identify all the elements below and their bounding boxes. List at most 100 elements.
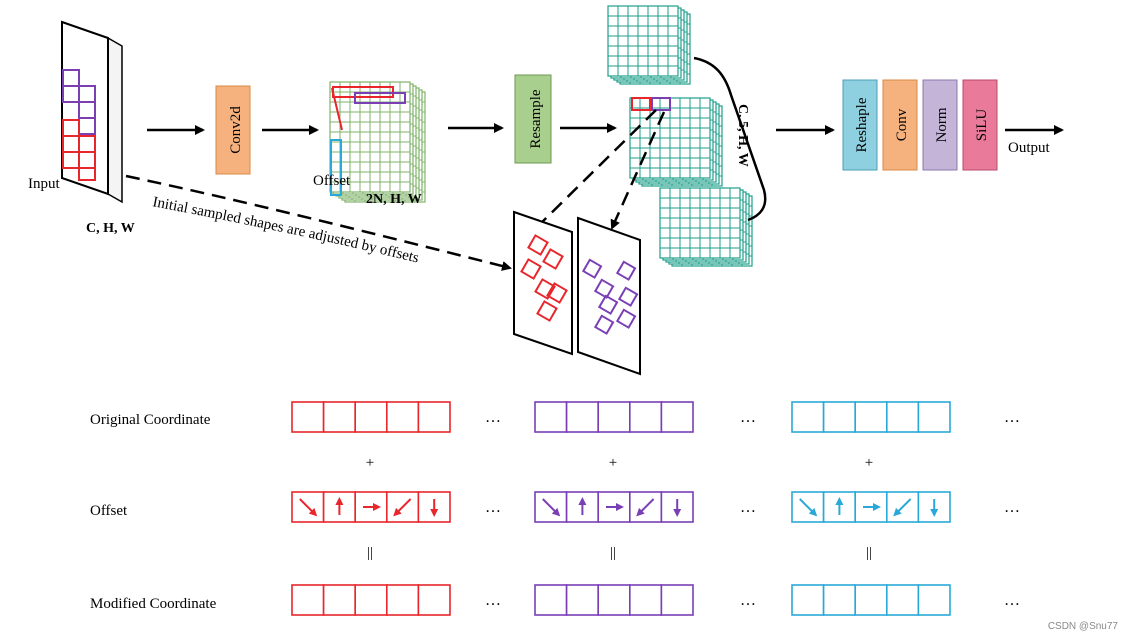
coordinate-cell	[854, 491, 888, 523]
coordinate-cell	[322, 401, 357, 433]
coordinate-cell	[322, 584, 357, 616]
input-dims-label: C, H, W	[86, 221, 135, 236]
offset-tensor	[329, 81, 426, 203]
coordinate-cell	[854, 401, 888, 433]
coordinate-cell	[917, 584, 951, 616]
coordinate-cell	[628, 584, 663, 616]
reshape-block: Reshaple	[842, 79, 878, 171]
input-label: Input	[28, 176, 60, 192]
ellipsis: …	[740, 592, 756, 609]
coordinate-cell	[385, 401, 420, 433]
down-left-arrow-icon	[393, 498, 412, 517]
offset-label: Offset	[313, 173, 351, 189]
plus-sign: +	[609, 455, 617, 471]
dashed-curve-arrow	[125, 174, 512, 271]
offset-red-cells	[291, 491, 451, 523]
conv-block: Conv	[882, 79, 918, 171]
stack-bracket	[693, 56, 767, 222]
row-label-original: Original Coordinate	[90, 412, 211, 428]
ellipsis: …	[740, 499, 756, 516]
coordinate-cell	[385, 491, 420, 523]
down-right-arrow-icon	[299, 498, 318, 517]
down-left-arrow-icon	[893, 498, 912, 517]
ellipsis: …	[485, 409, 501, 426]
row-label-modified: Modified Coordinate	[90, 596, 217, 612]
coordinate-cell	[597, 401, 631, 433]
ellipsis: …	[485, 499, 501, 516]
coordinate-cell	[791, 401, 825, 433]
original-cyan-cells	[791, 401, 951, 433]
original-purple-cells	[534, 401, 694, 433]
plus-sign: +	[366, 455, 374, 471]
down-right-arrow-icon	[799, 498, 818, 517]
coordinate-cell	[885, 584, 920, 616]
input-feature-map	[61, 20, 123, 204]
ellipsis: …	[1004, 409, 1020, 426]
coordinate-cell	[822, 584, 856, 616]
ellipsis: …	[740, 409, 756, 426]
row-label-offset: Offset	[90, 503, 128, 519]
ellipsis: …	[1004, 499, 1020, 516]
sampled-stack-bottom	[659, 187, 753, 267]
coordinate-cell	[628, 401, 663, 433]
equals-sign: ||	[367, 545, 373, 561]
coordinate-cell	[791, 584, 825, 616]
plus-sign: +	[865, 455, 873, 471]
input-red-kernel	[62, 119, 96, 181]
original-red-cells	[291, 401, 451, 433]
coordinate-cell	[565, 584, 599, 616]
modified-red-cells	[291, 584, 451, 616]
modified-purple-cells	[534, 584, 694, 616]
coordinate-cell	[885, 401, 920, 433]
ellipsis: …	[485, 592, 501, 609]
dashed-arrow-to-red-plane	[534, 109, 657, 230]
equals-sign: ||	[610, 545, 616, 561]
coordinate-cell	[417, 401, 451, 433]
down-left-arrow-icon	[636, 498, 655, 517]
input-purple-kernel	[62, 69, 96, 135]
offset-dims-label: 2N, H, W	[366, 192, 422, 207]
coordinate-cell	[354, 584, 388, 616]
norm-block: Norm	[922, 79, 958, 171]
down-right-arrow-icon	[542, 498, 561, 517]
conv-label: Conv	[894, 108, 910, 141]
coordinate-cell	[354, 401, 388, 433]
purple-sampling-plane	[577, 216, 641, 376]
coordinate-cell	[534, 401, 568, 433]
watermark: CSDN @Snu77	[1047, 621, 1118, 632]
silu-label: SiLU	[974, 109, 990, 142]
resample-block: Resample	[514, 74, 552, 164]
offset-purple-cells	[534, 491, 694, 523]
conv2d-label: Conv2d	[228, 106, 244, 154]
resample-label: Resample	[528, 89, 544, 148]
ellipsis: …	[1004, 592, 1020, 609]
offset-cyan-cells	[791, 491, 951, 523]
coordinate-cell	[291, 584, 325, 616]
coordinate-cell	[565, 401, 599, 433]
coordinate-rows: … … … … … … … … … + + + || || ||	[291, 401, 1020, 616]
sampled-stack-top	[607, 5, 691, 85]
coordinate-cell	[534, 584, 568, 616]
modified-cyan-cells	[791, 584, 951, 616]
coordinate-cell	[917, 401, 951, 433]
coordinate-cell	[417, 584, 451, 616]
equals-sign: ||	[866, 545, 872, 561]
silu-block: SiLU	[962, 79, 998, 171]
coordinate-cell	[822, 401, 856, 433]
coordinate-cell	[385, 584, 420, 616]
red-sampling-plane	[513, 210, 573, 356]
coordinate-cell	[854, 584, 888, 616]
reshape-label: Reshaple	[854, 97, 870, 152]
coordinate-cell	[660, 491, 694, 523]
coordinate-cell	[597, 584, 631, 616]
coordinate-cell	[660, 584, 694, 616]
coordinate-cell	[660, 401, 694, 433]
conv2d-block: Conv2d	[215, 85, 251, 175]
coordinate-cell	[291, 401, 325, 433]
norm-label: Norm	[934, 107, 950, 142]
stack-dims-label: C, 5, H, W	[735, 104, 750, 167]
sampled-stack-middle	[629, 97, 723, 187]
output-label: Output	[1008, 140, 1051, 156]
